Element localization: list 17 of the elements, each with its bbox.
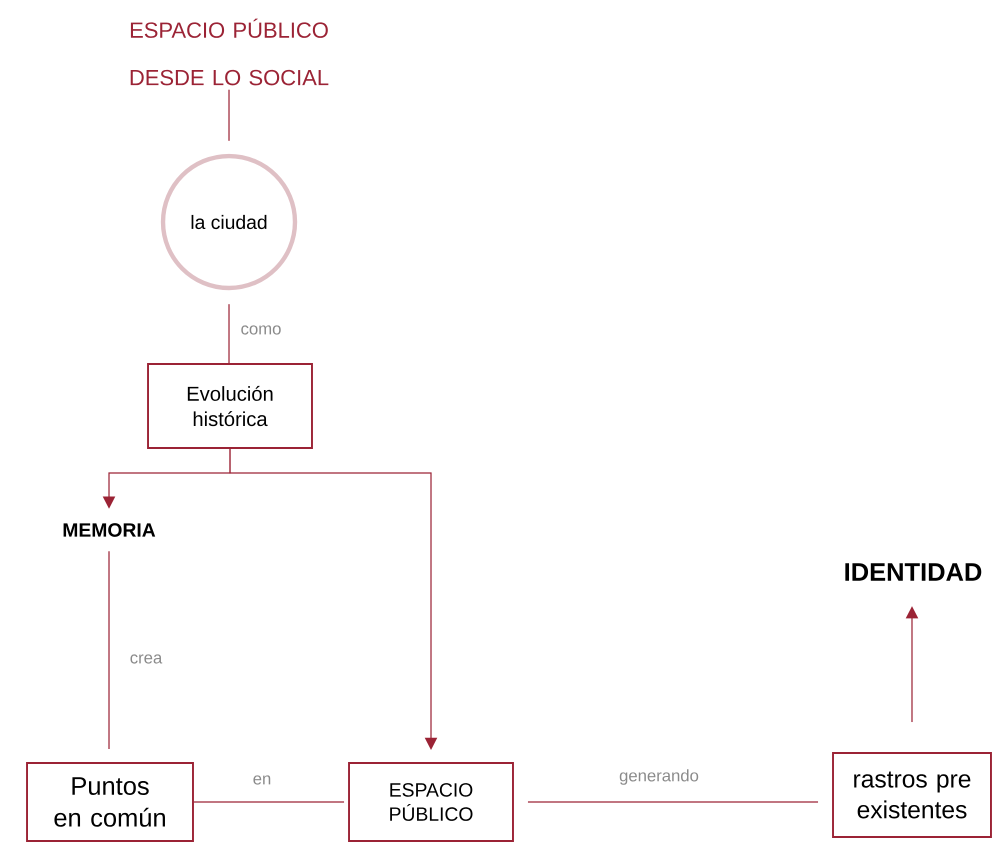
- edge-label: crea: [128, 652, 164, 666]
- circle-node: la ciudad: [160, 154, 298, 290]
- bold-label: MEMORIA: [64, 523, 156, 537]
- edge-label: generando: [617, 767, 701, 787]
- connector-line: [228, 304, 230, 364]
- connector-line: [194, 801, 344, 803]
- edge-label: como: [238, 324, 284, 336]
- process-box: Evolución histórica: [147, 363, 313, 449]
- connector-line: [228, 90, 230, 141]
- bold-label: IDENTIDAD: [845, 563, 982, 581]
- process-box: ESPACIO PÚBLICO: [348, 762, 514, 842]
- heading-text: ESPACIO PÚBLICO DESDE LO SOCIAL: [130, 18, 328, 86]
- connector-line: [108, 551, 110, 750]
- connector-line: [528, 801, 818, 803]
- edge-label: en: [250, 774, 274, 786]
- process-box: rastros pre existentes: [832, 752, 992, 838]
- process-box: Puntos en común: [26, 762, 194, 842]
